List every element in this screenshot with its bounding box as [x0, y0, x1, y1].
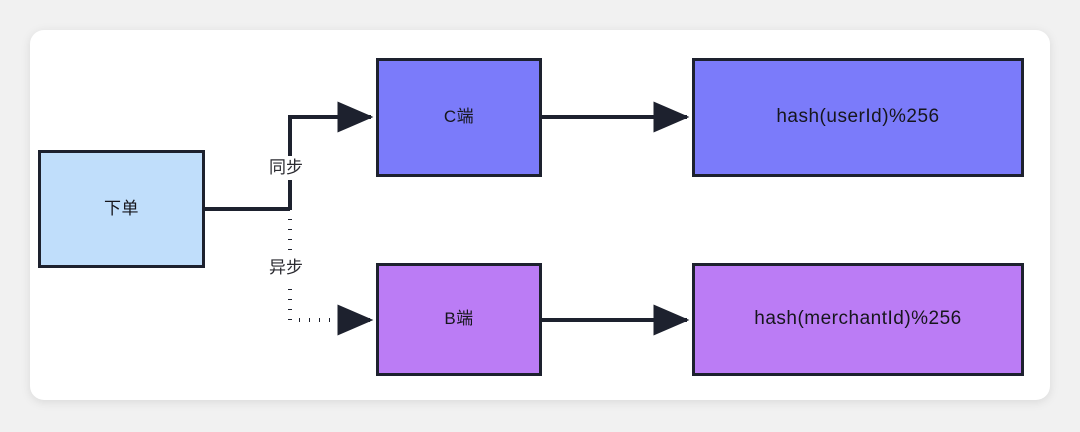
- node-hash-merchant: hash(merchantId)%256: [692, 263, 1024, 376]
- node-hash-user: hash(userId)%256: [692, 58, 1024, 177]
- edge-label-sync: 同步: [264, 156, 308, 180]
- node-hash-merchant-label: hash(merchantId)%256: [754, 308, 962, 330]
- node-c-side-label: C端: [443, 107, 475, 127]
- node-hash-user-label: hash(userId)%256: [776, 106, 940, 128]
- node-c-side: C端: [376, 58, 542, 177]
- node-b-side: B端: [376, 263, 542, 376]
- node-order: 下单: [38, 150, 205, 268]
- edge-label-async: 异步: [264, 256, 308, 280]
- node-b-side-label: B端: [444, 309, 474, 329]
- node-order-label: 下单: [104, 198, 139, 218]
- edge-order-to-b-side: [288, 209, 374, 336]
